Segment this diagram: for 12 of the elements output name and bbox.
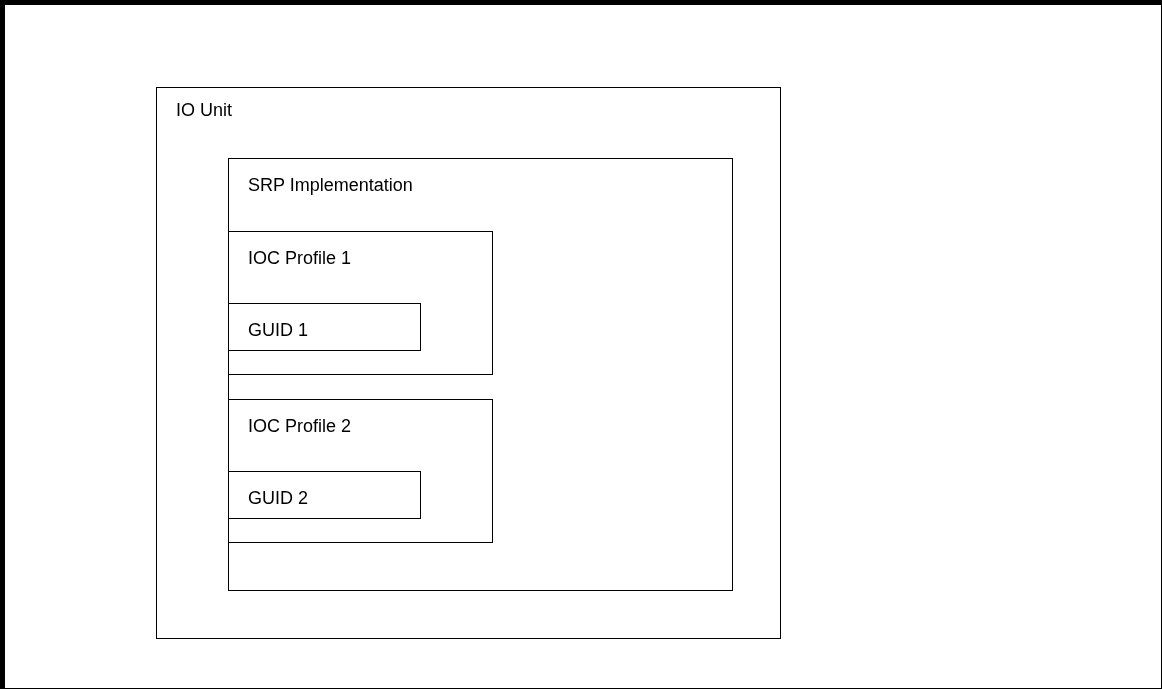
implementation-box xyxy=(228,158,733,591)
profile-box xyxy=(228,399,493,543)
box-label: GUID 2 xyxy=(248,487,308,509)
box-label: IOC Profile 1 xyxy=(248,247,352,269)
box-label: GUID 1 xyxy=(248,319,308,341)
identifier-box xyxy=(228,303,421,351)
box-label: IOC Profile 2 xyxy=(248,415,352,437)
unit-box xyxy=(156,87,781,639)
box-label: SRP Implementation xyxy=(248,174,413,196)
box-label: IO Unit xyxy=(176,99,232,121)
profile-box xyxy=(228,231,493,375)
identifier-box xyxy=(228,471,421,519)
